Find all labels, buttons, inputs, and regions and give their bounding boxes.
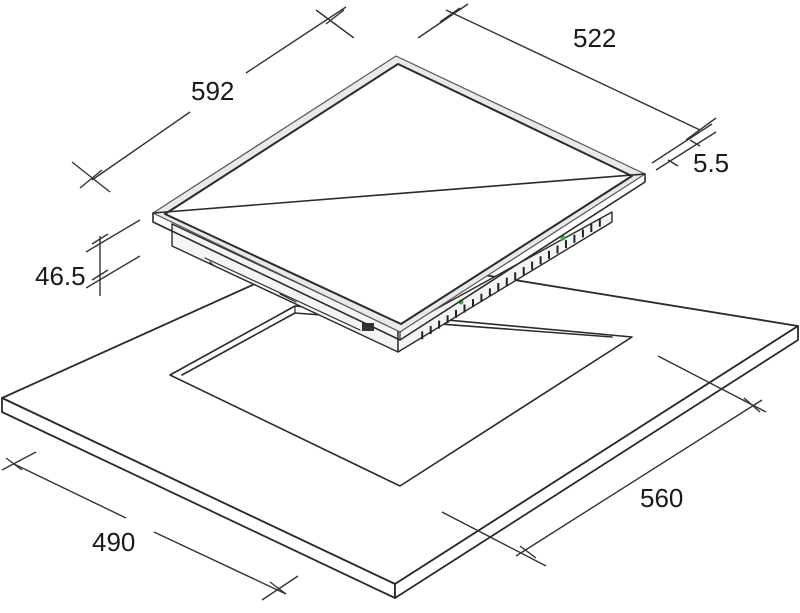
- dimension-cutout-width: 560: [441, 355, 767, 567]
- dimension-label-frame-thickness: 5.5: [693, 148, 729, 178]
- hob-top: [151, 55, 647, 341]
- dimension-hob-width: 592: [71, 6, 355, 193]
- hob-vents: [421, 218, 601, 340]
- dimension-hob-depth: 522: [417, 3, 717, 141]
- hob-frame-edge: [152, 173, 646, 341]
- dimension-hob-height: 46.5: [35, 219, 141, 296]
- dimension-label-hob-width: 592: [191, 76, 234, 106]
- dimension-frame-thickness: 5.5: [651, 123, 729, 178]
- connector-block: [362, 323, 374, 331]
- worktop-right-edge: [394, 325, 799, 599]
- dimension-label-hob-depth: 522: [573, 23, 616, 53]
- cutout-outline: [169, 305, 633, 487]
- dimension-label-cutout-depth: 490: [92, 527, 135, 557]
- indicator-light: [560, 235, 566, 241]
- dimension-label-cutout-width: 560: [640, 483, 683, 513]
- worktop-cutout: [169, 305, 633, 487]
- dimension-cutout-depth: 490: [1, 451, 299, 601]
- dimension-label-hob-height: 46.5: [35, 261, 86, 291]
